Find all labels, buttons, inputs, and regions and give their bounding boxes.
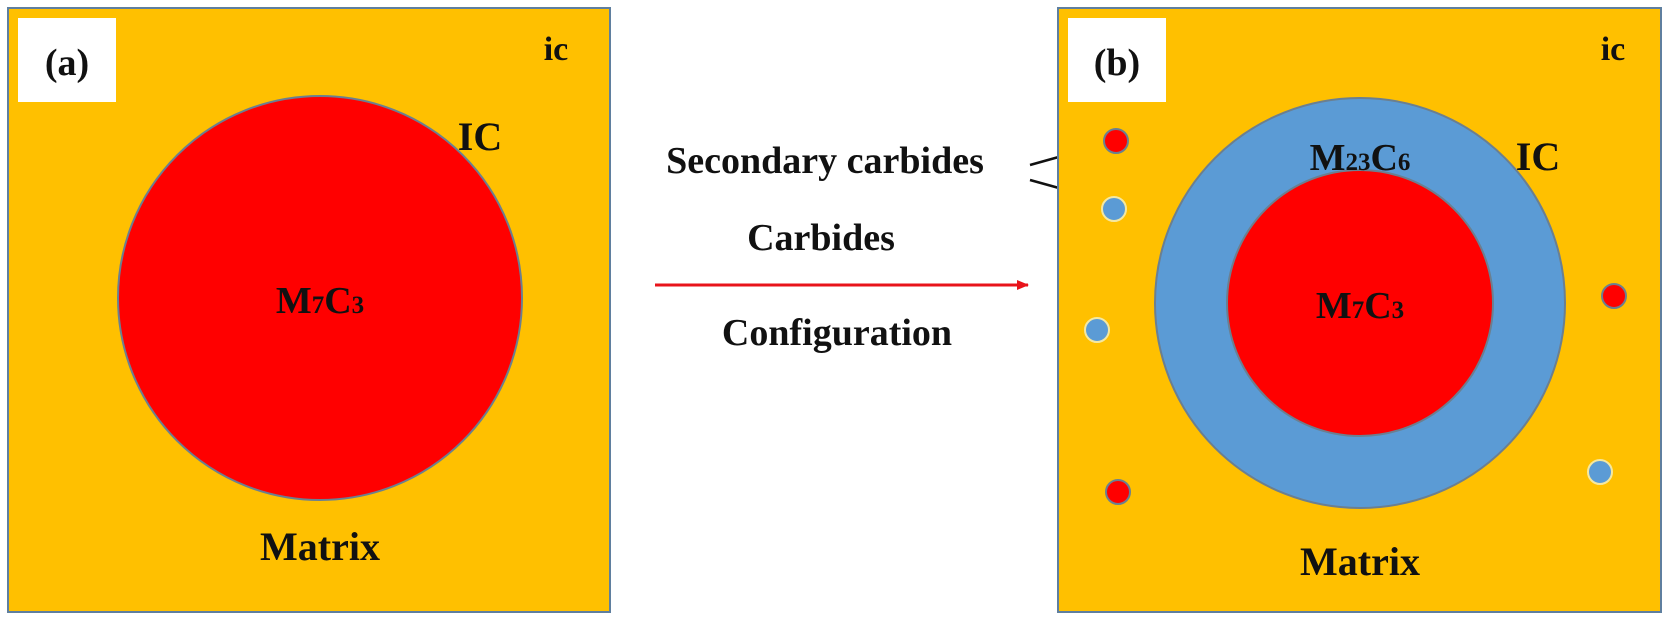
arrow-top-label: Carbides xyxy=(747,217,895,259)
panel-a: (a) ic IC M7C3 Matrix xyxy=(7,7,611,613)
panel-b-m7c3-core xyxy=(1226,169,1494,437)
panel-a-IC-label: IC xyxy=(458,114,502,159)
panel-b-m23c6-label: M23C6 xyxy=(1310,137,1411,179)
panel-a-matrix-label: Matrix xyxy=(260,524,380,569)
secondary-carbide-m23c6 xyxy=(1084,317,1110,343)
secondary-carbides xyxy=(1084,128,1627,505)
secondary-carbide-m7c3 xyxy=(1103,128,1129,154)
panel-b-label-box xyxy=(1068,18,1166,102)
middle-annotations: Secondary carbides Carbides Configuratio… xyxy=(655,140,1099,354)
arrow-bottom-label: Configuration xyxy=(722,312,952,354)
panel-a-label: (a) xyxy=(45,42,89,84)
panel-b-matrix-label: Matrix xyxy=(1300,539,1420,584)
panel-a-ic-label: ic xyxy=(544,31,569,68)
secondary-carbide-m23c6 xyxy=(1101,196,1127,222)
secondary-carbide-m7c3 xyxy=(1601,283,1627,309)
panel-a-m7c3-particle xyxy=(117,95,523,501)
panel-b-m7c3-label: M7C3 xyxy=(1316,285,1404,327)
panel-b-label: (b) xyxy=(1094,42,1140,84)
panel-a-m7c3-label: M7C3 xyxy=(276,280,364,322)
panel-a-label-box xyxy=(18,18,116,102)
secondary-carbides-label: Secondary carbides xyxy=(666,140,984,182)
panel-b-ic-label: ic xyxy=(1601,31,1626,68)
secondary-carbide-m7c3 xyxy=(1105,479,1131,505)
secondary-carbide-m23c6 xyxy=(1587,459,1613,485)
panel-b: (b) ic M23C6 IC M7C3 Matrix xyxy=(1057,7,1662,613)
panel-b-IC-label: IC xyxy=(1516,134,1560,179)
